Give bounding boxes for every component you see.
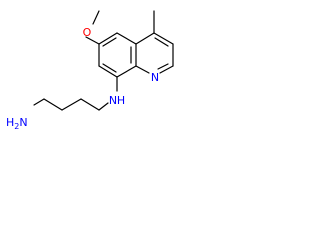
bond-o-ch3 [92,10,100,25]
nh-nitrogen-label: N [109,94,117,107]
bond-c6-o [85,36,100,45]
bond-nh-c1 [98,102,109,111]
benzene-ring [98,32,137,78]
methoxy-group: O [83,10,100,45]
bond-c2-n1 [159,65,174,74]
terminal-amine-subscript: 2 [14,122,19,131]
bond-c4-c3 [153,32,174,45]
bond-c5-c6 [98,32,118,45]
bond-c8-c8a [116,65,137,78]
terminal-amine-h: H [6,116,14,129]
bond-c7-c8 [98,65,118,78]
terminal-amine-label: H2N [6,116,28,131]
nh-hydrogen-label: H [117,94,125,107]
double-bond-c5-c6 [102,37,117,47]
bond-c1-c2 [80,98,100,111]
butyl-chain [33,98,109,111]
bond-c4a-c5 [116,32,137,45]
double-bond-c4-c3 [154,37,169,47]
ring-nitrogen-label: N [151,71,159,84]
bond-c2-c3 [61,98,82,111]
terminal-amine-n: N [19,116,27,129]
secondary-amine: N H [109,76,125,107]
chemical-structure-diagram: O N N H H2N [6,10,174,131]
bond-c4a-c4 [135,32,155,45]
bond-c3-c4 [43,98,63,111]
methoxy-oxygen-label: O [83,26,92,39]
bond-c4-nh2 [33,98,45,106]
bond-n1-c8a [135,65,150,74]
pyridine-ring [135,32,174,74]
double-bond-c2-n1 [157,63,169,70]
double-bond-c7-c8 [102,63,117,73]
